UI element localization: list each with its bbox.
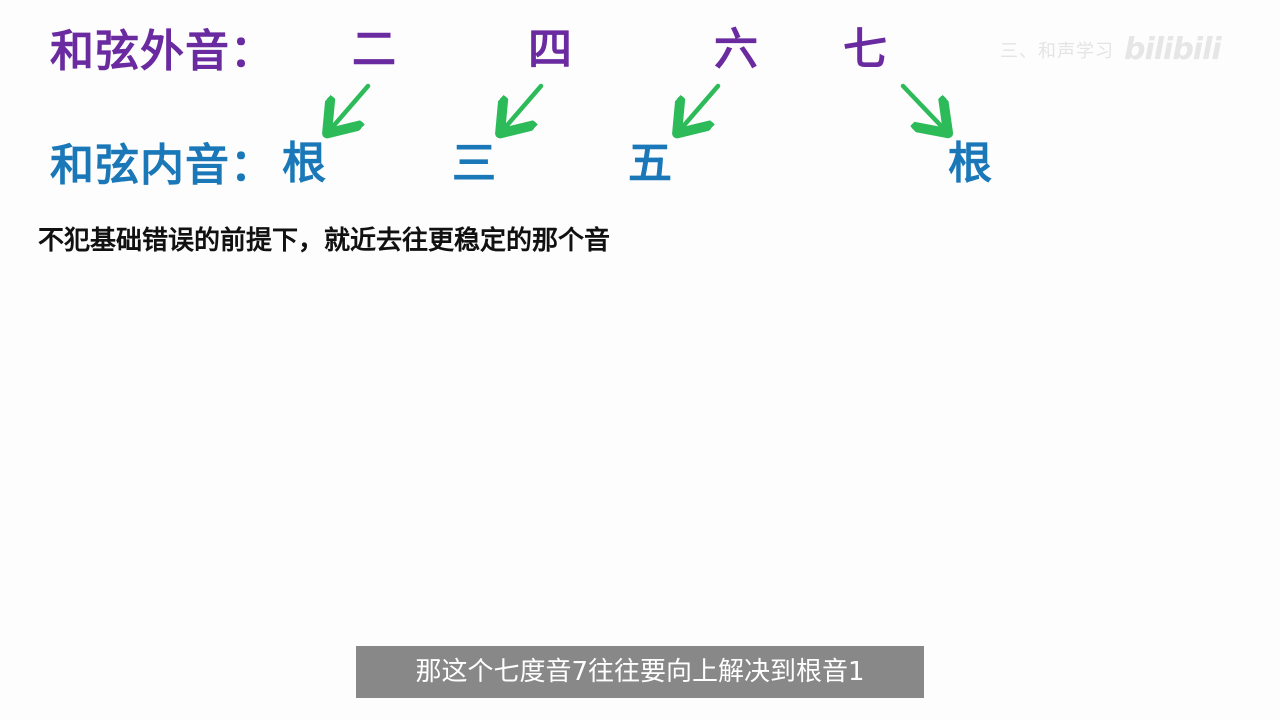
principle-text: 不犯基础错误的前提下，就近去往更稳定的那个音 [38,226,611,256]
chord-tone-root-upper: 根 [948,138,992,189]
chord-tone-third: 三 [452,138,496,189]
non-chord-tone-fourth: 四 [528,24,572,75]
non-chord-tone-second: 二 [352,24,396,75]
watermark-text: 三、和声学习 [1000,40,1114,62]
arrow-sixth-to-fifth-icon [680,83,721,130]
non-chord-tones-label: 和弦外音： [50,26,275,77]
arrow-fourth-to-third-icon [503,83,544,130]
arrow-second-to-root-icon [330,83,371,130]
video-watermark: 三、和声学习 bilibili [1000,32,1222,67]
non-chord-tone-seventh: 七 [843,24,887,75]
arrow-seventh-to-root-icon [900,83,945,130]
chord-tones-label: 和弦内音： [50,140,275,191]
bilibili-logo-icon: bilibili [1124,32,1222,67]
non-chord-tone-sixth: 六 [714,24,758,75]
video-subtitle: 那这个七度音7往往要向上解决到根音1 [356,646,924,698]
chord-tone-fifth: 五 [628,138,672,189]
chord-tone-root: 根 [282,138,326,189]
